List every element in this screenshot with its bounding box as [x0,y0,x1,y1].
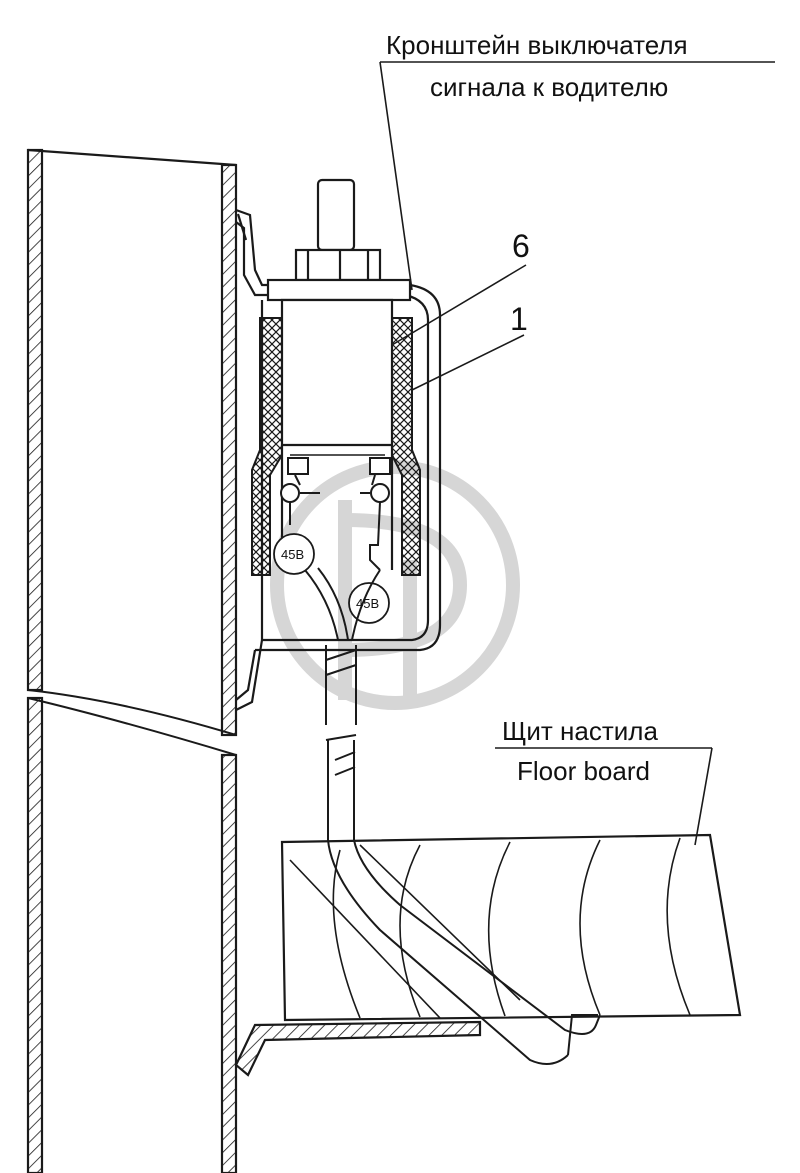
wire-tags [273,533,390,624]
switch-plunger [266,178,412,302]
leader-lines [379,61,775,846]
floor-board-label-ru: Щит настила [502,716,658,746]
wires [304,567,601,1065]
wire-tag-label-1: 45В [281,547,305,562]
bracket-label-line1: Кронштейн выключателя [386,30,688,60]
rubber-sleeve [251,317,421,576]
switch-terminals [280,457,391,571]
callout-number-6: 6 [512,228,530,264]
floor-support [234,1020,482,1077]
wall-panel [26,148,238,1173]
wire-tag-label-2: 45В [356,596,380,611]
lower-flange [235,639,264,711]
watermark-logo [270,460,520,710]
floor-board [280,833,742,1022]
bracket-label-line2: сигнала к водителю [430,72,669,102]
floor-board-label-en: Floor board [517,756,650,786]
callout-number-1: 1 [510,301,528,337]
